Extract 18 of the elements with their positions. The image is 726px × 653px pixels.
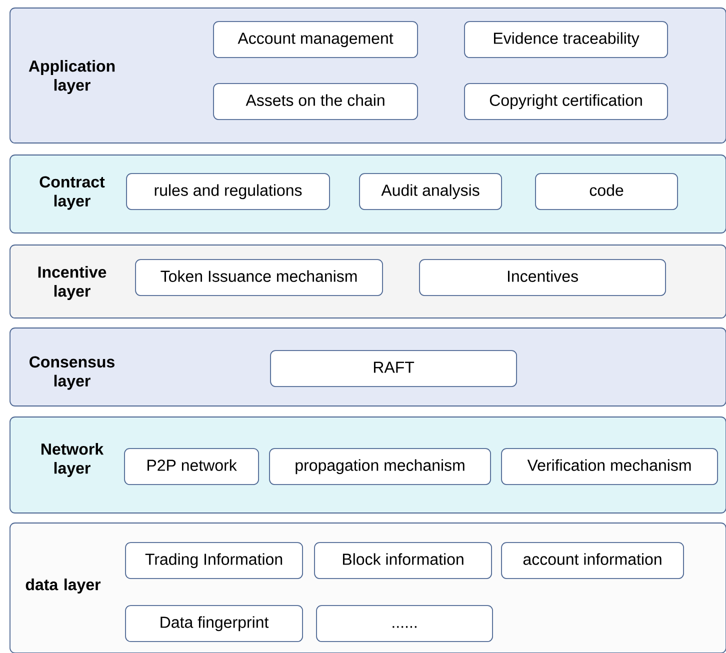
item-box: Audit analysis bbox=[359, 173, 502, 210]
item-box: code bbox=[535, 173, 678, 210]
item-box: rules and regulations bbox=[126, 173, 330, 210]
item-box: Incentives bbox=[419, 259, 666, 296]
item-box: account information bbox=[501, 542, 684, 579]
item-box: propagation mechanism bbox=[269, 448, 491, 485]
item-box: Data fingerprint bbox=[125, 605, 303, 642]
item-box: Block information bbox=[314, 542, 492, 579]
item-box: Account management bbox=[213, 21, 418, 58]
item-box: Copyright certification bbox=[464, 83, 668, 120]
item-box: Evidence traceability bbox=[464, 21, 668, 58]
item-box: ...... bbox=[316, 605, 493, 642]
item-box: Trading Information bbox=[125, 542, 303, 579]
item-box: Token Issuance mechanism bbox=[135, 259, 383, 296]
item-box: Assets on the chain bbox=[213, 83, 418, 120]
item-box: Verification mechanism bbox=[501, 448, 718, 485]
item-box: RAFT bbox=[270, 350, 517, 387]
item-box: P2P network bbox=[124, 448, 259, 485]
